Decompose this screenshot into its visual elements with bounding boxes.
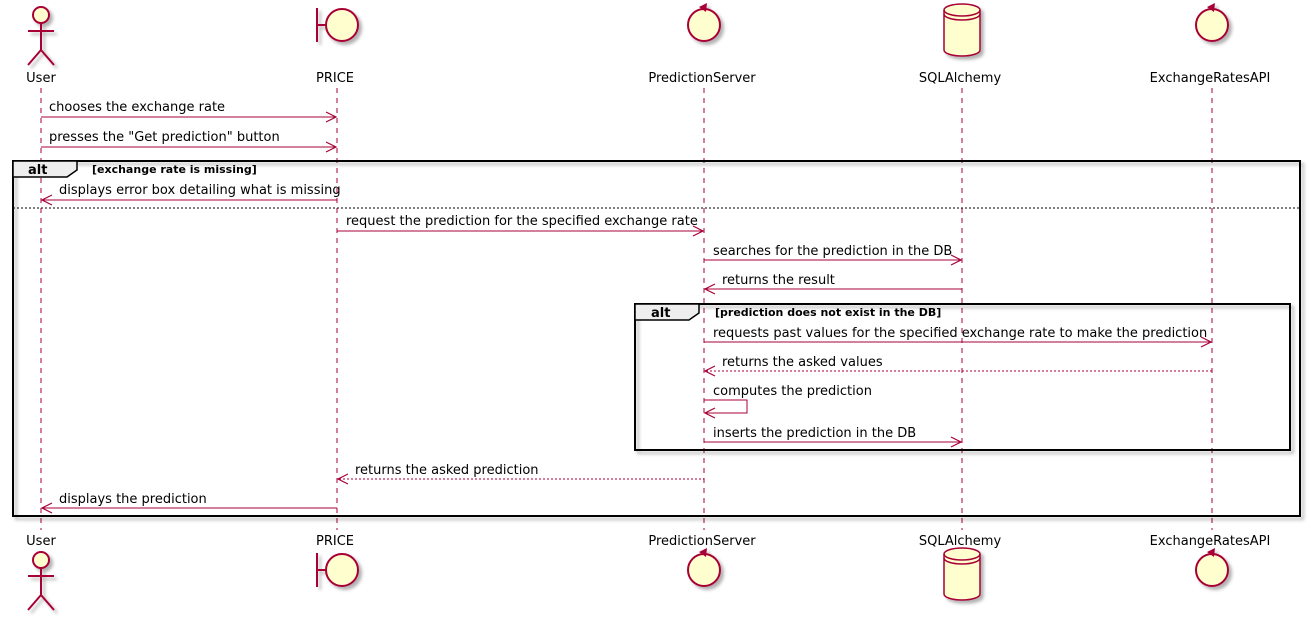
alt-keyword: alt — [651, 306, 670, 321]
message-label: returns the asked values — [722, 355, 883, 370]
alt-keyword: alt — [28, 163, 47, 178]
arrowhead — [950, 436, 963, 448]
arrowhead — [950, 254, 963, 266]
participant-label-price: PRICE — [316, 534, 354, 549]
participant-label-predictionserver: PredictionServer — [648, 534, 756, 549]
message-label: inserts the prediction in the DB — [713, 426, 916, 441]
participant-label-exchangeratesapi: ExchangeRatesAPI — [1150, 71, 1271, 86]
boundary-icon — [316, 8, 359, 42]
participant-label-user: User — [26, 71, 56, 86]
message-label: displays error box detailing what is mis… — [59, 183, 341, 198]
participant-label-price: PRICE — [316, 71, 354, 86]
control-icon — [1195, 3, 1229, 42]
message-label: requests past values for the specified e… — [713, 326, 1207, 341]
message-label: returns the asked prediction — [355, 463, 539, 478]
database-icon — [943, 547, 981, 601]
actor-icon — [27, 6, 55, 66]
boundary-icon — [316, 553, 359, 587]
participants-top: User PRICE PredictionServer SQLAlchemy E… — [26, 3, 1270, 86]
participants-bottom: User PRICE PredictionServer SQLAlchemy E… — [26, 534, 1271, 611]
message-label: computes the prediction — [713, 384, 872, 399]
arrowhead — [1200, 336, 1213, 348]
participant-label-exchangeratesapi: ExchangeRatesAPI — [1150, 534, 1271, 549]
message-label: request the prediction for the specified… — [346, 214, 698, 229]
participant-label-predictionserver: PredictionServer — [648, 71, 756, 86]
arrowhead — [703, 365, 716, 377]
arrowhead — [692, 225, 705, 237]
arrowhead — [703, 407, 716, 419]
arrowhead — [40, 194, 53, 206]
message-label: displays the prediction — [59, 492, 207, 507]
message-label: returns the result — [722, 273, 835, 288]
messages: chooses the exchange rate presses the "G… — [40, 100, 1213, 514]
alt-fragment-outer: alt [exchange rate is missing] — [12, 160, 1301, 517]
lifelines — [40, 88, 1213, 530]
database-icon — [943, 3, 981, 57]
arrowhead — [703, 283, 716, 295]
alt-condition: [exchange rate is missing] — [92, 163, 257, 176]
arrowhead — [336, 473, 349, 485]
actor-icon — [27, 551, 55, 611]
participant-label-user: User — [26, 534, 56, 549]
control-icon — [687, 3, 721, 42]
self-message-arrow — [704, 399, 748, 414]
control-icon — [687, 548, 721, 587]
alt-condition: [prediction does not exist in the DB] — [715, 306, 941, 319]
message-label: searches for the prediction in the DB — [713, 244, 952, 259]
arrowhead — [325, 111, 338, 123]
control-icon — [1195, 548, 1229, 587]
participant-label-sqlalchemy: SQLAlchemy — [919, 71, 1002, 86]
message-label: chooses the exchange rate — [49, 100, 225, 115]
arrowhead — [325, 141, 338, 153]
alt-fragment-inner: alt [prediction does not exist in the DB… — [634, 303, 1291, 451]
participant-label-sqlalchemy: SQLAlchemy — [919, 534, 1002, 549]
message-label: presses the "Get prediction" button — [49, 130, 280, 145]
arrowhead — [40, 502, 53, 514]
